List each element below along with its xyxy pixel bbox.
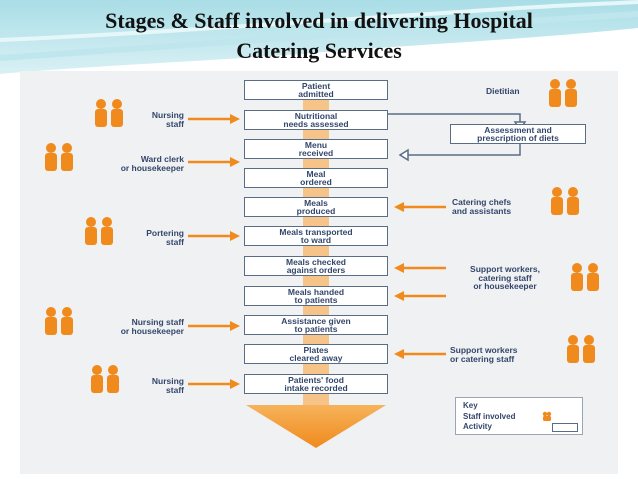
nursing-housekeeper-people-icon xyxy=(45,307,73,335)
ward-clerk-people-icon xyxy=(45,143,73,171)
nursing-staff-people-icon xyxy=(95,99,123,127)
right-arrows xyxy=(394,202,446,359)
stage-nutritional-needs: Nutritional needs assessed xyxy=(244,110,388,130)
dietitian-label: Dietitian xyxy=(486,86,520,96)
key-staff-people-icon xyxy=(542,411,552,421)
assessment-box: Assessment and prescription of diets xyxy=(450,124,586,144)
title-line-2: Catering Services xyxy=(236,38,402,63)
left-staff-label: Ward clerk or housekeeper xyxy=(120,154,184,173)
stage-food-intake-recorded: Patients' food intake recorded xyxy=(244,374,388,394)
right-staff-label: Support workers or catering staff xyxy=(450,345,518,364)
stage-meal-ordered: Meal ordered xyxy=(244,168,388,188)
support-workers-2-people-icon xyxy=(567,335,595,363)
left-staff-label: Portering staff xyxy=(146,228,184,247)
stage-meals-checked: Meals checked against orders xyxy=(244,256,388,276)
nursing-staff-2-people-icon xyxy=(91,365,119,393)
portering-staff-people-icon xyxy=(85,217,113,245)
legend-key: Key Staff involved Activity xyxy=(455,397,583,435)
stage-meals-produced: Meals produced xyxy=(244,197,388,217)
support-workers-people-icon xyxy=(571,263,599,291)
right-staff-label: Catering chefs and assistants xyxy=(452,197,512,216)
stage-menu-received: Menu received xyxy=(244,139,388,159)
key-staff-label: Staff involved xyxy=(463,412,516,421)
right-staff-label: Support workers, catering staff or house… xyxy=(470,264,540,291)
stage-meals-handed: Meals handed to patients xyxy=(244,286,388,306)
stage-meals-transported: Meals transported to ward xyxy=(244,226,388,246)
key-activity-swatch xyxy=(552,423,578,432)
key-activity-label: Activity xyxy=(463,422,492,431)
dietitian-people-icon xyxy=(549,79,577,107)
stage-patient-admitted: Patient admitted xyxy=(244,80,388,100)
left-staff-label: Nursing staff xyxy=(151,110,184,129)
key-title: Key xyxy=(463,401,478,410)
people-icons xyxy=(45,79,599,393)
left-staff-label: Nursing staff or housekeeper xyxy=(120,317,184,336)
left-arrows xyxy=(188,114,240,389)
title-line-1: Stages & Staff involved in delivering Ho… xyxy=(105,8,533,33)
stage-plates-cleared: Plates cleared away xyxy=(244,344,388,364)
left-staff-label: Nursing staff xyxy=(151,376,184,395)
slide-title: Stages & Staff involved in delivering Ho… xyxy=(0,6,638,66)
stage-assistance-given: Assistance given to patients xyxy=(244,315,388,335)
catering-chefs-people-icon xyxy=(551,187,579,215)
